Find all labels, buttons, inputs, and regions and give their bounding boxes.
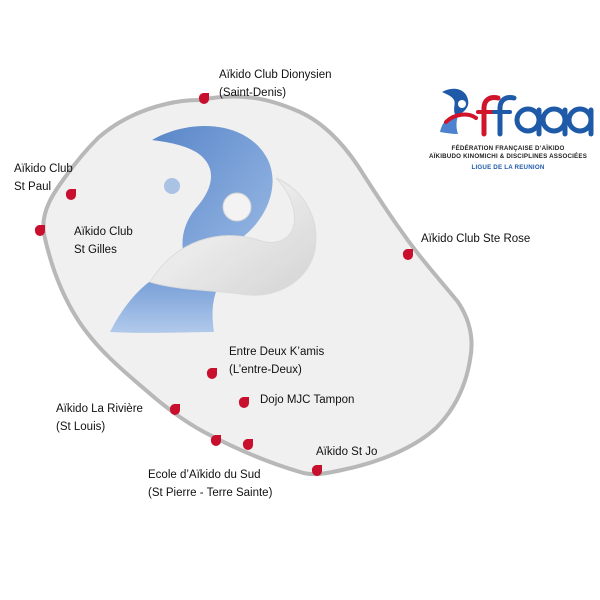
emblem-watermark [110, 126, 317, 333]
marker-st-jo[interactable] [311, 465, 322, 476]
marker-entre-deux[interactable] [206, 368, 217, 379]
club-label-dionysien: Aïkido Club Dionysien (Saint-Denis) [219, 66, 332, 102]
marker-dionysien[interactable] [198, 93, 209, 104]
marker-sud-2[interactable] [242, 439, 253, 450]
club-name: Entre Deux K’amis [229, 346, 325, 358]
club-name: Dojo MJC Tampon [260, 394, 355, 406]
logo-ligue-text: LIGUE DE LA REUNION [471, 164, 545, 171]
marker-tampon[interactable] [238, 397, 249, 408]
club-label-riviere: Aïkido La Rivière (St Louis) [56, 400, 143, 436]
club-name: Aïkido Club Dionysien [219, 69, 332, 81]
marker-sud-1[interactable] [210, 435, 221, 446]
marker-st-paul[interactable] [65, 189, 76, 200]
club-label-st-jo: Aïkido St Jo [316, 443, 377, 461]
club-location: (St Louis) [56, 421, 106, 433]
logo-disciplines-text: AÏKIBUDO KINOMICHI & DISCIPLINES ASSOCIÉ… [428, 153, 588, 160]
club-label-st-paul: Aïkido Club St Paul [14, 160, 73, 196]
logo-wordmark [476, 95, 594, 137]
club-name: Aïkido St Jo [316, 446, 378, 458]
logo-federation-text: FÉDÉRATION FRANÇAISE D’AÏKIDO [451, 145, 565, 152]
marker-riviere[interactable] [169, 404, 180, 415]
club-name: Aïkido Club [74, 226, 133, 238]
club-location: St Gilles [74, 244, 117, 256]
club-label-entre-deux: Entre Deux K’amis (L’entre-Deux) [229, 343, 324, 379]
club-name: Aïkido Club [14, 163, 73, 175]
marker-ste-rose[interactable] [402, 249, 413, 260]
club-label-sud: Ecole d’Aïkido du Sud (St Pierre - Terre… [148, 466, 272, 502]
club-name: Aïkido La Rivière [56, 403, 143, 415]
club-name: Ecole d’Aïkido du Sud [148, 469, 261, 481]
club-location: (St Pierre - Terre Sainte) [148, 487, 273, 499]
club-location: (Saint-Denis) [219, 87, 287, 99]
club-location: (L’entre-Deux) [229, 364, 302, 376]
club-label-ste-rose: Aïkido Club Ste Rose [421, 230, 530, 248]
ffaaa-logo: FÉDÉRATION FRANÇAISE D’AÏKIDO AÏKIBUDO K… [418, 82, 598, 182]
marker-st-gilles[interactable] [34, 225, 45, 236]
club-label-tampon: Dojo MJC Tampon [260, 391, 354, 409]
club-location: St Paul [14, 181, 52, 193]
logo-emblem-icon [440, 88, 594, 137]
club-label-st-gilles: Aïkido Club St Gilles [74, 223, 133, 259]
club-name: Aïkido Club Ste Rose [421, 233, 531, 245]
